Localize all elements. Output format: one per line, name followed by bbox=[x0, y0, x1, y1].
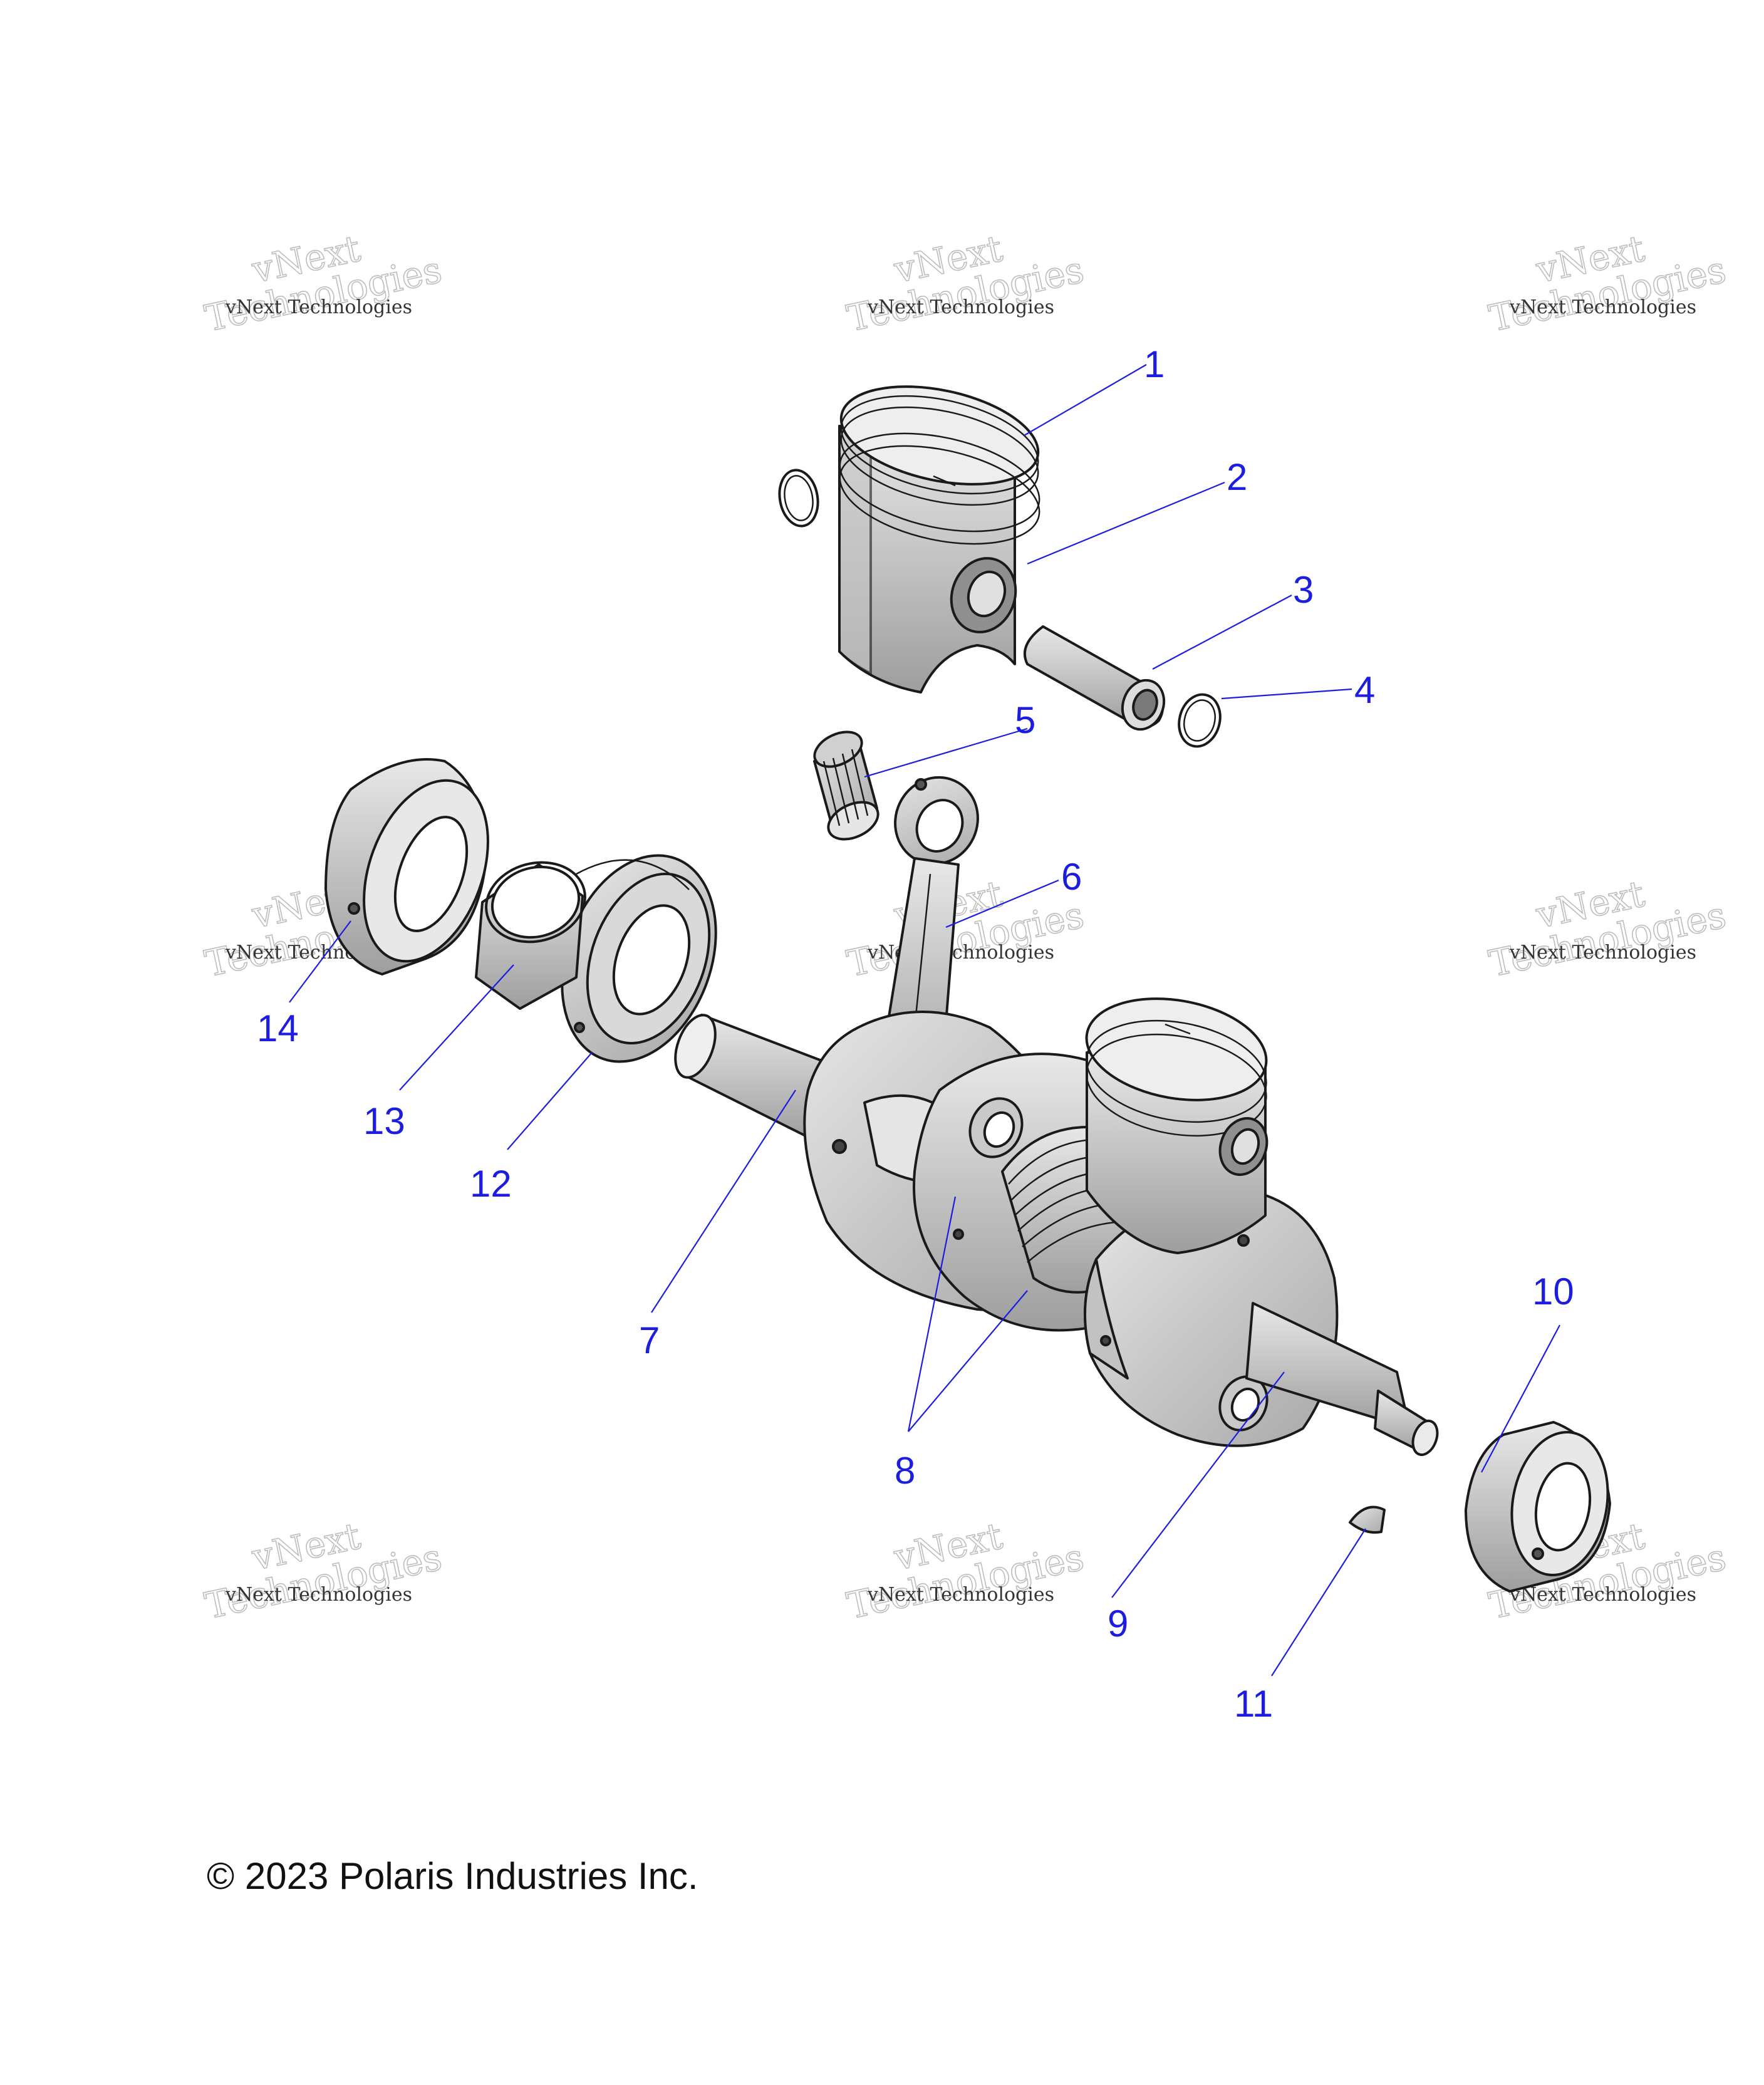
svg-text:vNext Technologies: vNext Technologies bbox=[867, 942, 1054, 964]
svg-text:vNext Technologies: vNext Technologies bbox=[1509, 296, 1696, 318]
svg-text:vNext Technologies: vNext Technologies bbox=[1509, 942, 1696, 964]
svg-text:vNext Technologies: vNext Technologies bbox=[867, 296, 1054, 318]
callout-12: 12 bbox=[470, 1163, 512, 1205]
callout-4: 4 bbox=[1354, 669, 1375, 711]
watermark: vNext Technologies vNext Technologies bbox=[1485, 227, 1730, 341]
woodruff-key bbox=[1349, 1505, 1386, 1534]
main-bearing-left bbox=[561, 854, 717, 1063]
callout-8: 8 bbox=[895, 1450, 915, 1492]
callout-3: 3 bbox=[1293, 569, 1314, 611]
callout-numbers: 1 2 3 4 5 6 7 8 9 10 11 12 13 14 bbox=[257, 343, 1574, 1725]
watermark: vNext Technologies vNext Technologies bbox=[843, 227, 1087, 341]
piston-assembly-top bbox=[778, 385, 1040, 694]
callout-13: 13 bbox=[363, 1100, 405, 1142]
copyright-text: © 2023 Polaris Industries Inc. bbox=[207, 1855, 698, 1897]
svg-text:vNext Technologies: vNext Technologies bbox=[1509, 1584, 1696, 1606]
crankshaft bbox=[674, 997, 1439, 1457]
callout-10: 10 bbox=[1532, 1271, 1574, 1313]
leader-lines bbox=[289, 364, 1560, 1677]
svg-text:vNext Technologies: vNext Technologies bbox=[225, 1584, 412, 1606]
needle-bearing bbox=[813, 731, 879, 841]
watermark: vNext Technologies vNext Technologies bbox=[200, 227, 445, 341]
main-bearing-right bbox=[1465, 1421, 1611, 1593]
callout-7: 7 bbox=[639, 1319, 660, 1361]
callout-2: 2 bbox=[1227, 456, 1247, 498]
spacer-ring bbox=[475, 861, 586, 1010]
watermark: vNext Technologies vNext Technologies bbox=[200, 1514, 445, 1628]
callout-6: 6 bbox=[1061, 856, 1082, 898]
callout-9: 9 bbox=[1108, 1603, 1128, 1645]
callout-11: 11 bbox=[1234, 1683, 1273, 1725]
watermark: vNext Technologies vNext Technologies bbox=[1485, 872, 1730, 986]
callout-1: 1 bbox=[1144, 343, 1165, 385]
watermark: vNext Technologies vNext Technologies bbox=[843, 1514, 1087, 1628]
piston-pin bbox=[1024, 625, 1166, 731]
callout-14: 14 bbox=[257, 1007, 299, 1049]
outer-bearing-left bbox=[324, 758, 489, 975]
svg-text:vNext Technologies: vNext Technologies bbox=[867, 1584, 1054, 1606]
circlip bbox=[1178, 693, 1222, 748]
callout-5: 5 bbox=[1015, 699, 1035, 741]
svg-text:vNext Technologies: vNext Technologies bbox=[225, 296, 412, 318]
watermark: vNext Technologies vNext Technologies bbox=[843, 872, 1087, 986]
